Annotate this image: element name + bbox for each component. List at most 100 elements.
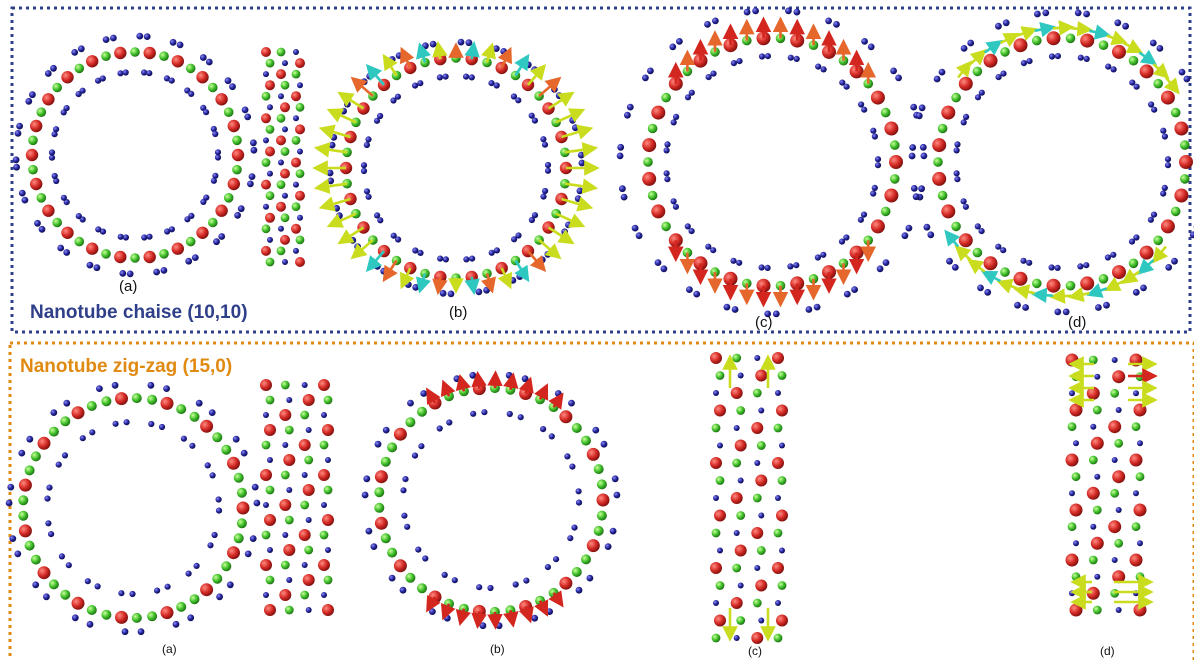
small-atom bbox=[542, 187, 549, 195]
small-atom bbox=[1110, 251, 1117, 258]
small-atom bbox=[540, 136, 547, 143]
medium-atom bbox=[1128, 258, 1139, 269]
large-atom bbox=[283, 544, 296, 556]
medium-atom bbox=[417, 406, 427, 417]
small-atom bbox=[1083, 55, 1090, 63]
panel-label-armchair-d: (d) bbox=[1068, 314, 1087, 331]
small-atom bbox=[193, 562, 200, 570]
displacement-arrow bbox=[416, 42, 431, 63]
small-atom bbox=[574, 195, 582, 203]
small-atom bbox=[12, 156, 20, 164]
displacement-arrow bbox=[503, 372, 519, 390]
small-atom bbox=[1062, 308, 1070, 316]
large-atom bbox=[143, 250, 156, 264]
large-atom bbox=[261, 245, 271, 256]
small-atom bbox=[141, 69, 148, 76]
large-atom bbox=[755, 579, 768, 592]
small-atom bbox=[77, 45, 85, 53]
small-atom bbox=[654, 259, 662, 266]
large-atom bbox=[772, 562, 784, 574]
small-atom bbox=[1178, 68, 1186, 76]
small-atom bbox=[1129, 79, 1136, 86]
panel-label-zigzag-d: (d) bbox=[1100, 644, 1115, 658]
large-atom bbox=[265, 146, 275, 157]
displacement-arrow bbox=[416, 273, 431, 294]
small-atom bbox=[1133, 234, 1140, 241]
small-atom bbox=[540, 193, 547, 200]
small-atom bbox=[600, 440, 608, 448]
small-atom bbox=[479, 622, 487, 630]
small-atom bbox=[531, 212, 539, 219]
small-atom bbox=[779, 442, 785, 449]
displacement-arrow bbox=[518, 376, 534, 394]
small-atom bbox=[44, 70, 52, 77]
medium-atom bbox=[1092, 605, 1102, 615]
medium-atom bbox=[351, 117, 361, 128]
small-atom bbox=[1161, 184, 1168, 191]
small-atom bbox=[446, 419, 453, 426]
medium-atom bbox=[159, 249, 169, 259]
small-atom bbox=[305, 427, 312, 433]
displacement-arrow bbox=[1016, 26, 1038, 41]
small-atom bbox=[995, 74, 1002, 81]
displacement-arrow bbox=[1071, 20, 1093, 37]
small-atom bbox=[918, 185, 925, 193]
small-atom bbox=[469, 371, 477, 379]
small-atom bbox=[730, 257, 737, 264]
large-atom bbox=[958, 233, 973, 248]
large-atom bbox=[941, 204, 956, 219]
small-atom bbox=[86, 620, 94, 628]
zigzag-side-c bbox=[710, 352, 788, 644]
medium-atom bbox=[101, 51, 111, 61]
small-atom bbox=[53, 126, 60, 133]
small-atom bbox=[578, 159, 586, 167]
large-atom bbox=[772, 457, 784, 469]
small-atom bbox=[297, 82, 303, 89]
small-atom bbox=[576, 187, 584, 195]
large-atom bbox=[42, 204, 55, 217]
large-atom bbox=[298, 439, 311, 451]
medium-atom bbox=[276, 113, 286, 123]
small-atom bbox=[1160, 127, 1167, 134]
small-atom bbox=[977, 284, 984, 292]
medium-atom bbox=[48, 579, 59, 590]
small-atom bbox=[684, 223, 691, 230]
large-atom bbox=[143, 46, 156, 60]
panel-label-armchair-b: (b) bbox=[449, 304, 468, 321]
displacement-arrow bbox=[514, 259, 530, 283]
large-atom bbox=[586, 447, 600, 461]
small-atom bbox=[754, 565, 761, 571]
small-atom bbox=[374, 212, 381, 219]
small-atom bbox=[540, 426, 547, 433]
medium-atom bbox=[261, 158, 271, 167]
small-atom bbox=[470, 410, 477, 417]
small-atom bbox=[407, 399, 414, 407]
small-atom bbox=[775, 390, 781, 396]
medium-atom bbox=[291, 202, 301, 212]
large-atom bbox=[295, 190, 305, 201]
armchair-ring-d bbox=[908, 9, 1194, 316]
medium-atom bbox=[236, 518, 247, 529]
medium-atom bbox=[265, 575, 275, 585]
large-atom bbox=[932, 171, 947, 186]
small-atom bbox=[1073, 440, 1079, 447]
small-atom bbox=[143, 33, 151, 40]
small-atom bbox=[349, 236, 357, 244]
small-atom bbox=[305, 607, 312, 613]
displacement-arrow bbox=[561, 196, 594, 212]
small-atom bbox=[388, 574, 396, 582]
medium-atom bbox=[185, 63, 196, 74]
small-atom bbox=[99, 228, 107, 235]
small-atom bbox=[250, 146, 258, 154]
large-atom bbox=[870, 90, 885, 105]
small-atom bbox=[960, 45, 968, 52]
small-atom bbox=[561, 228, 568, 236]
small-atom bbox=[1094, 573, 1101, 580]
displacement-arrow bbox=[1031, 287, 1053, 304]
large-atom bbox=[1108, 520, 1122, 534]
displacement-arrow bbox=[455, 374, 471, 392]
small-atom bbox=[974, 223, 981, 230]
displacement-arrow bbox=[561, 124, 594, 140]
small-atom bbox=[211, 531, 218, 539]
small-atom bbox=[344, 100, 351, 108]
